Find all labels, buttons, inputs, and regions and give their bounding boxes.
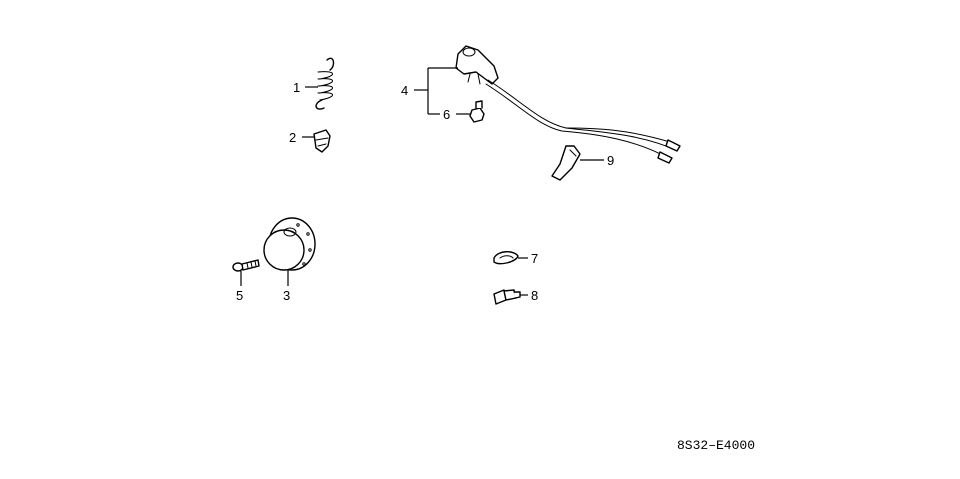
part-4-harness (455, 45, 681, 164)
callout-2: 2 (289, 130, 296, 145)
part-3-cover (263, 217, 316, 271)
callout-5: 5 (236, 288, 243, 303)
bracket-4-6 (414, 67, 458, 115)
callout-7: 7 (531, 251, 538, 266)
callout-1: 1 (293, 80, 300, 95)
part-9-clamp (551, 145, 581, 181)
part-1-spring (315, 57, 335, 110)
callout-9: 9 (607, 153, 614, 168)
part-5-screw (232, 259, 260, 272)
callout-8: 8 (531, 288, 538, 303)
callout-3: 3 (283, 288, 290, 303)
part-8-bolt (493, 289, 521, 305)
diagram-code: 8S32–E4000 (677, 438, 755, 453)
part-2-clip (313, 129, 331, 153)
part-6-bolt (469, 100, 485, 123)
part-7-clip (493, 251, 519, 265)
callout-6: 6 (443, 107, 450, 122)
callout-4: 4 (401, 83, 408, 98)
